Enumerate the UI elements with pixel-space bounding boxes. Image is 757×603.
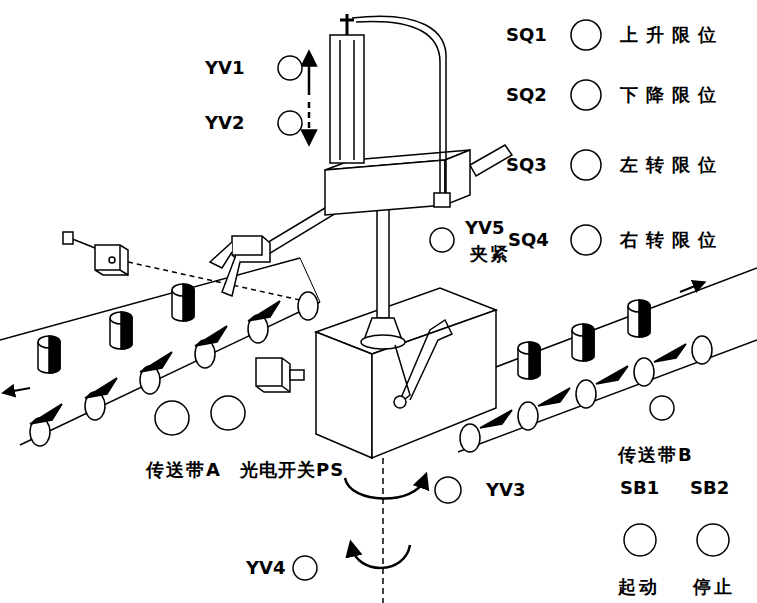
robot-arm — [232, 236, 262, 255]
component-label: YV1 — [205, 57, 245, 79]
belt-mark — [538, 388, 570, 406]
belt-mark — [596, 366, 628, 384]
workpiece — [583, 324, 594, 361]
flow-arrow — [8, 388, 30, 392]
robot-arm — [394, 396, 406, 408]
component-label: 上升限位 — [620, 24, 724, 46]
component-label: 传送带A — [146, 459, 222, 481]
belt-mark — [195, 326, 227, 346]
component-label: 传送带B — [618, 444, 694, 466]
photo-sensor — [95, 245, 128, 275]
lift-cylinder — [330, 35, 364, 163]
down-arrow — [308, 102, 311, 138]
axis-line — [382, 458, 384, 603]
lift-cylinder — [356, 21, 440, 195]
lift-cylinder — [340, 14, 354, 35]
indicator-lamp — [211, 396, 245, 430]
belt-mark — [654, 344, 686, 362]
indicator-lamp — [278, 56, 302, 80]
workpiece — [183, 284, 194, 321]
robot-arm — [210, 145, 512, 408]
robot-arm — [361, 335, 405, 349]
indicator-lamp — [571, 150, 601, 180]
motor — [256, 358, 290, 392]
component-label: SQ2 — [506, 84, 547, 106]
photo-sensor — [63, 232, 300, 300]
indicator-lamp — [571, 80, 601, 110]
workpiece — [49, 336, 60, 373]
photo-sensor — [109, 257, 115, 263]
conveyor-roller — [692, 336, 712, 364]
motor — [256, 358, 290, 392]
indicator-lamp — [155, 20, 674, 580]
rotate-arrow — [345, 478, 424, 499]
conveyor-a — [20, 302, 320, 445]
conveyor-roller — [298, 292, 318, 320]
component-label: YV2 — [205, 112, 245, 134]
component-label: 光电开关PS — [240, 459, 344, 481]
indicator-lamp — [571, 20, 601, 50]
push-button — [624, 524, 729, 556]
component-label: YV4 — [246, 557, 286, 579]
photo-sensor — [63, 232, 73, 244]
conveyor-a — [0, 258, 320, 446]
indicator-lamp — [278, 111, 302, 135]
indicator-lamp — [571, 225, 601, 255]
component-label: 停止 — [693, 576, 735, 598]
lift-cylinder — [340, 40, 354, 160]
motor — [256, 358, 304, 392]
component-label: SQ4 — [508, 229, 549, 251]
belt-mark — [85, 378, 117, 398]
belt-mark — [140, 352, 172, 372]
photo-sensor — [128, 262, 300, 300]
push-button — [697, 524, 729, 556]
robot-arm — [470, 145, 512, 176]
component-label: 左转限位 — [620, 154, 724, 176]
workpiece — [38, 284, 194, 373]
lift-cylinder — [434, 193, 450, 207]
belt-mark — [30, 404, 62, 424]
conveyor-roller — [634, 358, 654, 386]
component-label: SB1 — [620, 477, 659, 499]
robot-base — [316, 288, 496, 458]
flow-arrow — [680, 284, 700, 292]
workpiece — [639, 300, 650, 337]
conveyor-roller — [460, 424, 480, 452]
robot-base — [316, 332, 372, 458]
push-button — [624, 524, 656, 556]
lift-cylinder — [330, 14, 450, 207]
component-label: SQ1 — [506, 24, 547, 46]
component-label: SB2 — [690, 477, 729, 499]
robot-arm — [395, 320, 452, 405]
component-label: 夹紧 — [470, 243, 510, 265]
indicator-lamp — [155, 401, 189, 435]
workpiece — [529, 342, 540, 379]
robot-arm — [325, 160, 445, 215]
indicator-lamp — [430, 228, 454, 252]
motor — [290, 370, 304, 380]
component-label: 右转限位 — [620, 229, 724, 251]
robot-illustration — [0, 14, 757, 603]
indicator-lamp — [293, 556, 317, 580]
indicator-lamp — [435, 477, 461, 503]
up-arrow — [308, 58, 311, 95]
component-label: 下降限位 — [620, 84, 724, 106]
indicator-lamp — [650, 396, 674, 420]
robot-arm — [210, 242, 240, 296]
workpiece — [518, 300, 650, 379]
conveyor-b — [458, 340, 757, 452]
robot-arm — [377, 200, 389, 318]
workpiece — [121, 312, 132, 349]
component-label: YV5 — [465, 217, 505, 239]
belt-mark — [248, 301, 280, 321]
conveyor-roller — [518, 402, 538, 430]
rotate-arrow — [352, 545, 410, 568]
component-label: SQ3 — [506, 154, 547, 176]
conveyor-roller — [576, 380, 596, 408]
component-label: 起动 — [618, 576, 660, 598]
lift-cylinder — [352, 16, 446, 195]
photo-sensor — [95, 245, 128, 275]
component-label: YV3 — [486, 479, 526, 501]
